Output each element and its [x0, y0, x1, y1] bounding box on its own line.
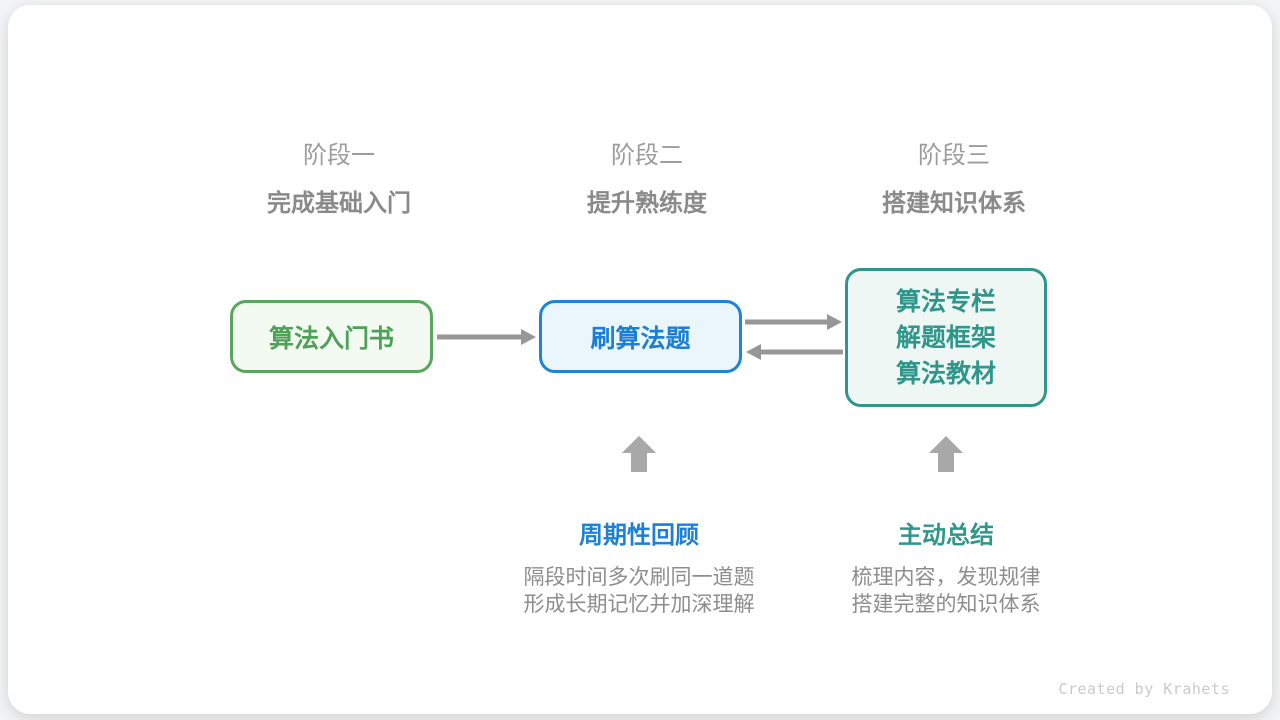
- annotation-active-summary-title: 主动总结: [898, 522, 994, 549]
- node-knowledge-resources-line-1: 算法专栏: [895, 287, 996, 316]
- arrow-resources-to-practice: [746, 344, 843, 360]
- up-arrow-periodic-review: [622, 436, 656, 472]
- node-algorithm-intro-book-label: 算法入门书: [268, 324, 394, 353]
- annotation-periodic-review-desc-line-1: 隔段时间多次刷同一道题: [523, 566, 755, 589]
- up-arrow-active-summary: [929, 436, 963, 472]
- stage-3-label: 阶段三: [918, 142, 990, 169]
- stage-1-subtitle: 完成基础入门: [267, 190, 411, 217]
- annotation-periodic-review-title: 周期性回顾: [579, 522, 699, 549]
- arrow-practice-to-resources: [745, 314, 842, 330]
- node-knowledge-resources: 算法专栏 解题框架 算法教材: [845, 268, 1047, 407]
- annotation-active-summary-desc-line-1: 梳理内容，发现规律: [851, 566, 1041, 589]
- canvas-card: 阶段一 完成基础入门 阶段二 提升熟练度 阶段三 搭建知识体系 算法入门书 刷算…: [8, 5, 1272, 714]
- annotation-active-summary-desc: 梳理内容，发现规律 搭建完整的知识体系: [766, 564, 1126, 618]
- credit-text: Created by Krahets: [1058, 680, 1230, 698]
- stage-2-subtitle: 提升熟练度: [587, 190, 707, 217]
- stage-1-label: 阶段一: [303, 142, 375, 169]
- annotation-periodic-review-desc: 隔段时间多次刷同一道题 形成长期记忆并加深理解: [459, 564, 819, 618]
- node-knowledge-resources-line-2: 解题框架: [895, 323, 996, 352]
- node-algorithm-intro-book: 算法入门书: [230, 300, 433, 373]
- up-arrow-periodic-review-body: [622, 436, 656, 472]
- node-knowledge-resources-line-3: 算法教材: [895, 359, 996, 388]
- arrow-book-to-practice: [437, 329, 536, 345]
- annotation-active-summary-desc-line-2: 搭建完整的知识体系: [851, 593, 1041, 616]
- annotation-periodic-review-desc-line-2: 形成长期记忆并加深理解: [523, 593, 755, 616]
- node-practice-problems-label: 刷算法题: [590, 324, 691, 353]
- stage-2-label: 阶段二: [611, 142, 683, 169]
- node-practice-problems: 刷算法题: [539, 300, 742, 373]
- stage-3-subtitle: 搭建知识体系: [882, 190, 1026, 217]
